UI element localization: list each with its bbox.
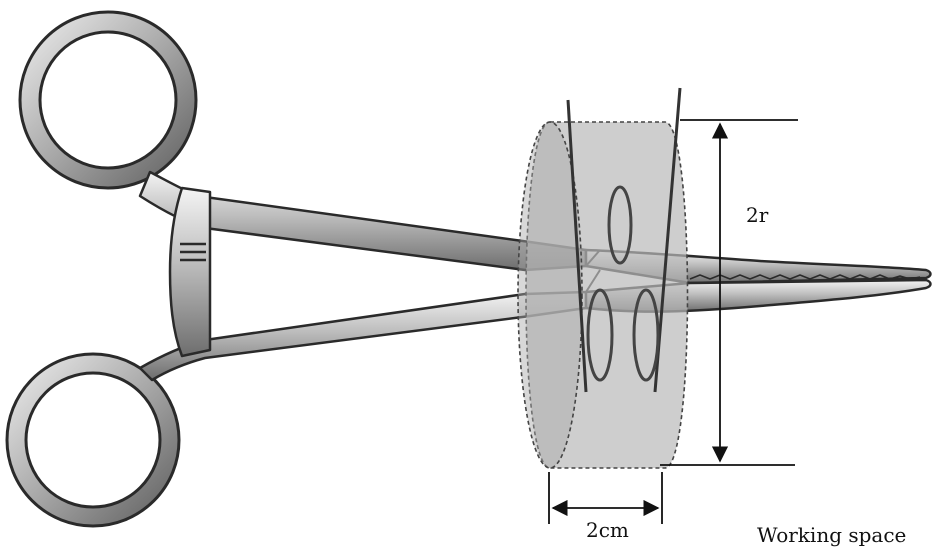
jaw-serrations xyxy=(689,274,921,280)
diameter-label: 2r xyxy=(746,203,769,227)
working-space-cylinder xyxy=(517,87,689,469)
box-lock xyxy=(168,186,212,358)
ratchet-lines xyxy=(180,242,206,262)
lower-finger-ring xyxy=(5,352,181,528)
suture-loop-2 xyxy=(586,288,614,382)
width-dimension xyxy=(548,472,663,524)
diameter-dimension xyxy=(660,119,798,466)
cylinder-front-face xyxy=(517,121,583,469)
suture-thread-left xyxy=(566,99,588,393)
working-space-caption: Working space xyxy=(757,523,906,547)
suture-loop-3 xyxy=(632,288,660,382)
suture-loop-1 xyxy=(607,185,633,265)
hemostat-forceps xyxy=(5,10,932,528)
upper-finger-ring xyxy=(18,10,198,190)
width-label: 2cm xyxy=(586,518,629,542)
